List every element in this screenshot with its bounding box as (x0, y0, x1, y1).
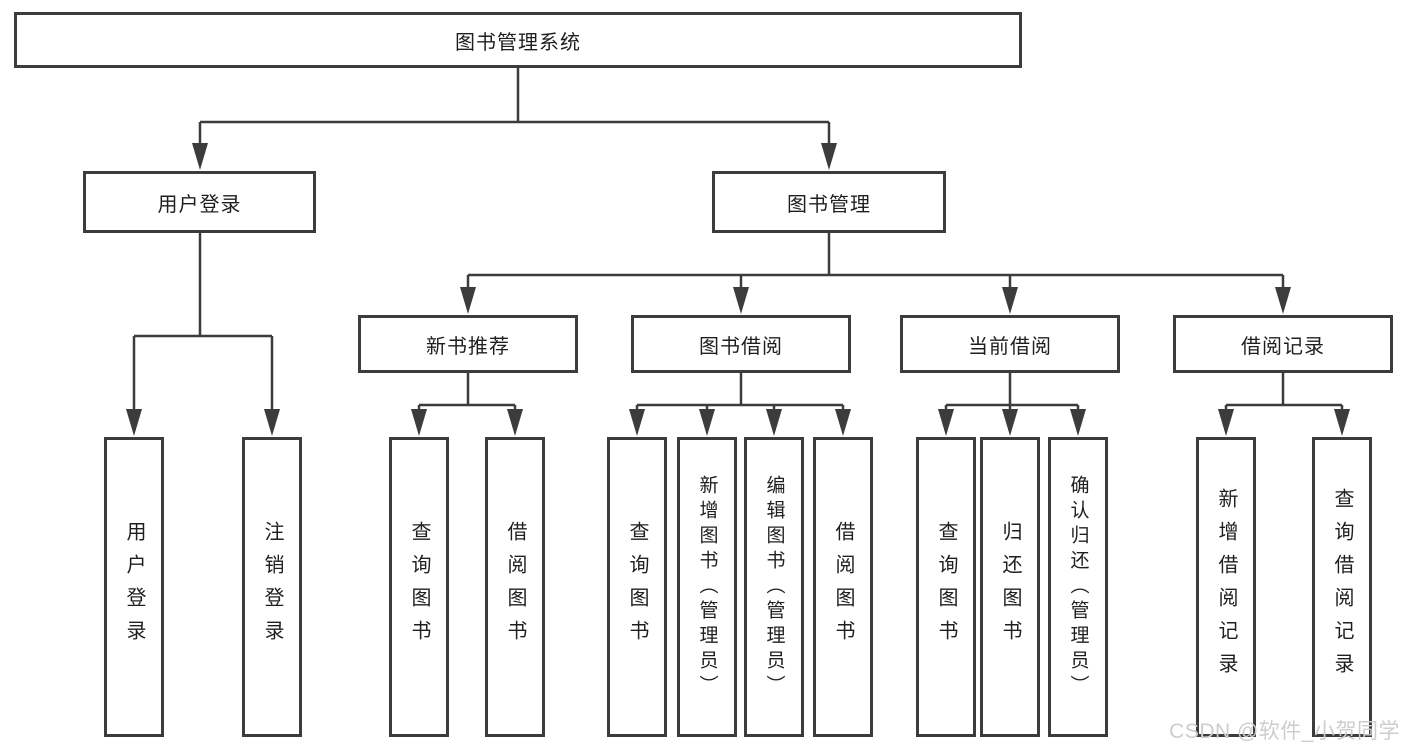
node-logout: 注销登录 (242, 437, 302, 737)
node-borrow-books-recommend: 借阅图书 (485, 437, 545, 737)
node-borrow-books-leaf: 借阅图书 (813, 437, 873, 737)
node-library-system: 图书管理系统 (14, 12, 1022, 68)
node-label: 借阅图书 (504, 521, 526, 653)
node-label: 查询图书 (626, 521, 648, 653)
node-query-books-borrow: 查询图书 (607, 437, 667, 737)
node-label: 确认归还（管理员） (1067, 474, 1089, 700)
node-query-books-current: 查询图书 (916, 437, 976, 737)
node-label: 用户登录 (123, 521, 145, 653)
node-label: 编辑图书（管理员） (763, 474, 785, 700)
node-label: 查询图书 (935, 521, 957, 653)
node-borrow-records: 借阅记录 (1173, 315, 1393, 373)
node-query-books-recommend: 查询图书 (389, 437, 449, 737)
node-add-borrow-record: 新增借阅记录 (1196, 437, 1256, 737)
watermark: CSDN @软件_小贺同学 (1169, 720, 1400, 743)
node-user-login: 用户登录 (83, 171, 316, 233)
node-label: 借阅图书 (832, 521, 854, 653)
node-book-borrow: 图书借阅 (631, 315, 851, 373)
node-label: 新增图书（管理员） (696, 474, 718, 700)
node-label: 新增借阅记录 (1215, 488, 1237, 686)
arrowhead-icons (126, 143, 1350, 436)
node-return-book: 归还图书 (980, 437, 1040, 737)
node-new-book-recommend: 新书推荐 (358, 315, 578, 373)
node-label: 注销登录 (261, 521, 283, 653)
node-book-management: 图书管理 (712, 171, 946, 233)
node-edit-book-admin: 编辑图书（管理员） (744, 437, 804, 737)
node-query-borrow-record: 查询借阅记录 (1312, 437, 1372, 737)
node-current-borrow: 当前借阅 (900, 315, 1120, 373)
node-add-book-admin: 新增图书（管理员） (677, 437, 737, 737)
node-confirm-return-admin: 确认归还（管理员） (1048, 437, 1108, 737)
node-label: 查询借阅记录 (1331, 488, 1353, 686)
node-label: 归还图书 (999, 521, 1021, 653)
node-user-login-leaf: 用户登录 (104, 437, 164, 737)
node-label: 查询图书 (408, 521, 430, 653)
